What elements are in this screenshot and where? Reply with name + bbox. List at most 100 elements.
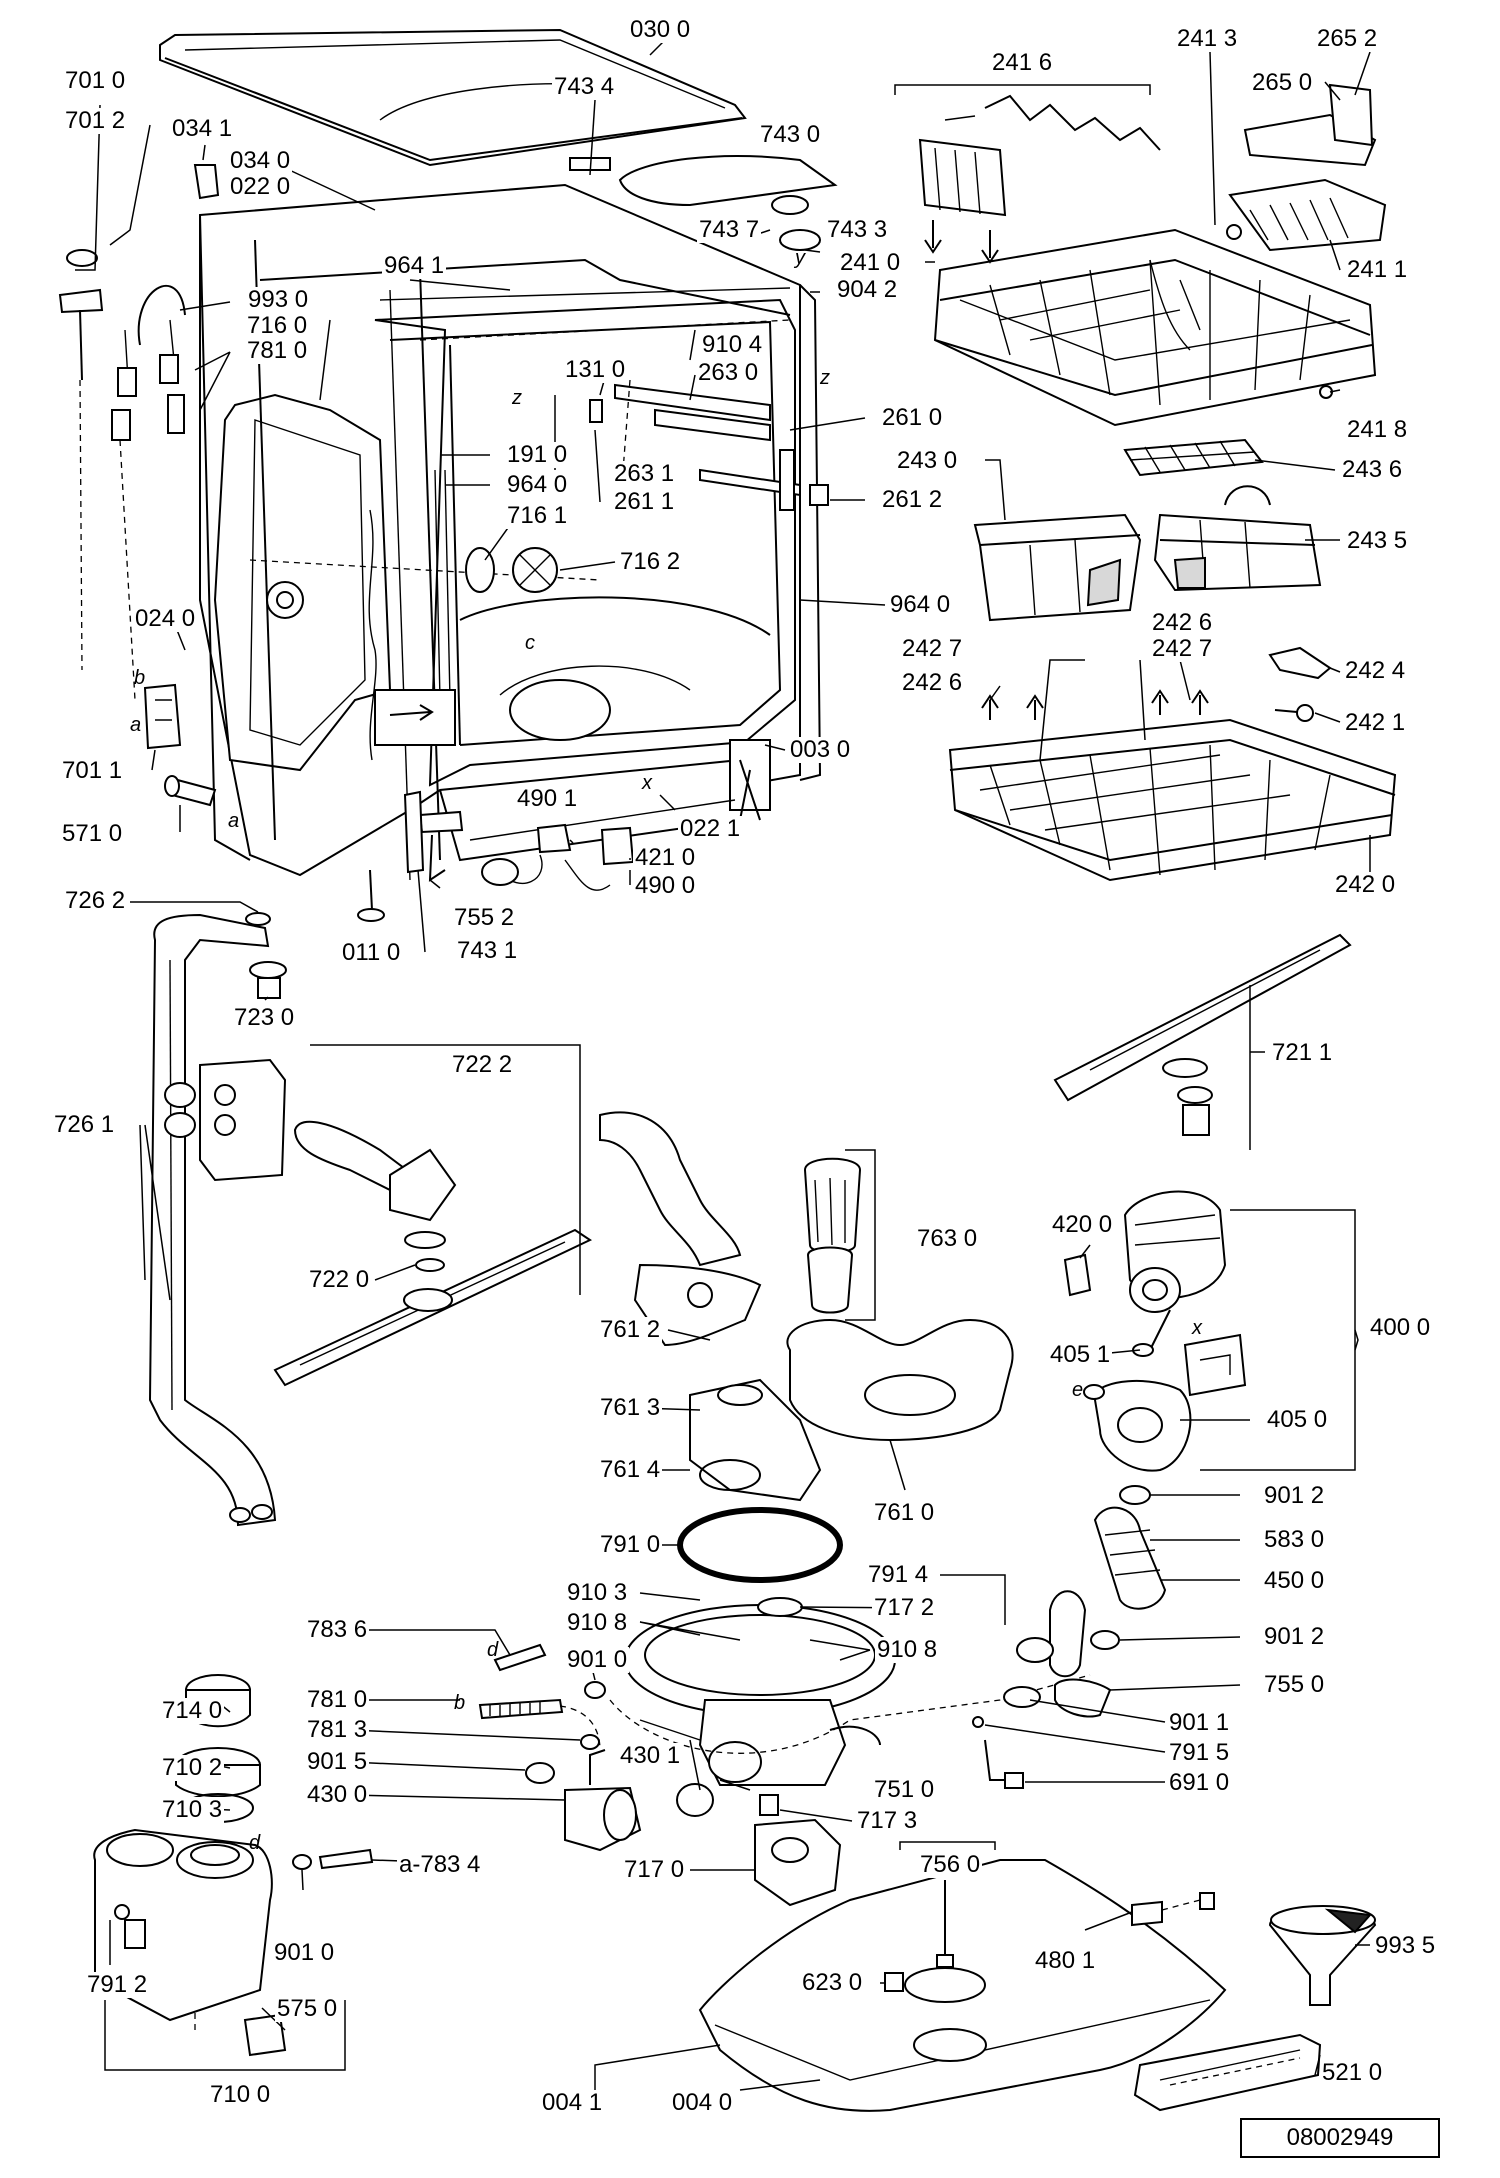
flow-heater: [754, 1794, 842, 1907]
part-label-004-0: 004 0: [670, 2089, 735, 2116]
part-label-265-2: 265 2: [1315, 25, 1380, 52]
part-label-623-0: 623 0: [800, 1969, 865, 1996]
lower-basket: [948, 646, 1397, 882]
point-letter-a: a: [130, 714, 142, 736]
circulation-pump: [1063, 1190, 1359, 1472]
part-label-743-7: 743 7: [697, 216, 762, 243]
part-label-263-1: 263 1: [612, 460, 677, 487]
part-label-242-7: 242 7: [900, 635, 965, 662]
upper-spray-arm: [1053, 933, 1352, 1150]
part-label-490-1: 490 1: [515, 785, 580, 812]
part-label-261-2: 261 2: [880, 486, 945, 513]
lower-spray-arm-assembly: [199, 1044, 593, 1387]
part-label-243-5: 243 5: [1345, 527, 1410, 554]
part-label-993-5: 993 5: [1373, 1932, 1438, 1959]
part-label-743-0: 743 0: [758, 121, 823, 148]
part-label-575-0: 575 0: [275, 1995, 340, 2022]
base-plate: [698, 1841, 1227, 2112]
part-label-131-0: 131 0: [563, 356, 628, 383]
part-label-242-4: 242 4: [1343, 657, 1408, 684]
part-label-701-0: 701 0: [63, 67, 128, 94]
part-label-701-1: 701 1: [60, 757, 125, 784]
part-label-993-0: 993 0: [246, 286, 311, 313]
part-label-400-0: 400 0: [1368, 1314, 1433, 1341]
part-label-241-6: 241 6: [990, 49, 1055, 76]
part-label-714-0: 714 0: [160, 1697, 225, 1724]
part-label-791-4: 791 4: [866, 1561, 931, 1588]
part-label-710-2: 710 2: [160, 1754, 225, 1781]
part-label-022-1: 022 1: [678, 815, 743, 842]
part-label-783-6: 783 6: [305, 1616, 370, 1643]
part-label-781-3: 781 3: [305, 1716, 370, 1743]
part-label-722-0: 722 0: [307, 1266, 372, 1293]
part-label-717-0: 717 0: [622, 1856, 687, 1883]
part-label-243-0: 243 0: [895, 447, 960, 474]
part-label-521-0: 521 0: [1320, 2059, 1385, 2086]
part-label-761-3: 761 3: [598, 1394, 663, 1421]
part-label-901-2: 901 2: [1262, 1482, 1327, 1509]
part-label-003-0: 003 0: [788, 736, 853, 763]
part-label-781-0: 781 0: [305, 1686, 370, 1713]
part-label-910-8: 910 8: [565, 1609, 630, 1636]
part-label-761-4: 761 4: [598, 1456, 663, 1483]
part-label-243-6: 243 6: [1340, 456, 1405, 483]
part-label-571-0: 571 0: [60, 820, 125, 847]
part-label-034-0: 034 0: [228, 147, 293, 174]
spray-tube: [148, 912, 287, 1527]
part-label-964-0: 964 0: [505, 471, 570, 498]
part-label-583-0: 583 0: [1262, 1526, 1327, 1553]
part-label-761-0: 761 0: [872, 1499, 937, 1526]
part-label-901-0: 901 0: [272, 1939, 337, 1966]
point-letter-y: y: [795, 247, 805, 269]
part-label-241-1: 241 1: [1345, 256, 1410, 283]
point-letter-x: x: [1192, 1317, 1202, 1339]
part-label-755-0: 755 0: [1262, 1671, 1327, 1698]
document-number: 08002949: [1240, 2118, 1440, 2158]
part-label-242-0: 242 0: [1333, 871, 1398, 898]
sump-cover: [689, 1378, 822, 1502]
part-label-490-0: 490 0: [633, 872, 698, 899]
upper-basket: [918, 83, 1387, 477]
part-label-420-0: 420 0: [1050, 1211, 1115, 1238]
part-label-901-1: 901 1: [1167, 1709, 1232, 1736]
control-electrical-parts: [357, 790, 635, 922]
hoses: [292, 1643, 606, 1870]
part-label-783-4: a-783 4: [397, 1851, 483, 1878]
part-label-034-1: 034 1: [170, 115, 235, 142]
part-label-405-1: 405 1: [1048, 1341, 1113, 1368]
water-duct: [599, 1111, 762, 1347]
part-label-241-3: 241 3: [1175, 25, 1240, 52]
cutlery-baskets: [973, 485, 1322, 622]
part-label-430-1: 430 1: [618, 1742, 683, 1769]
salt-funnel: [1268, 1905, 1377, 2006]
part-label-191-0: 191 0: [505, 441, 570, 468]
tub-cabinet: [199, 183, 822, 881]
point-letter-e: d: [487, 1639, 499, 1661]
part-label-756-0: 756 0: [918, 1851, 983, 1878]
point-letter-z: z: [820, 367, 830, 389]
part-label-722-2: 722 2: [450, 1051, 515, 1078]
point-letter-d: e: [1072, 1379, 1084, 1401]
part-label-716-0: 716 0: [245, 312, 310, 339]
part-label-242-6: 242 6: [900, 669, 965, 696]
part-label-701-2: 701 2: [63, 107, 128, 134]
part-label-717-3: 717 3: [855, 1807, 920, 1834]
left-hose-assembly: [58, 164, 220, 807]
part-label-710-3: 710 3: [160, 1796, 225, 1823]
top-worktop-panel: [159, 28, 747, 167]
seal-ring: [677, 1507, 843, 1583]
part-label-910-3: 910 3: [565, 1579, 630, 1606]
part-label-904-2: 904 2: [835, 276, 900, 303]
kickplate: [1133, 2033, 1322, 2112]
part-label-430-0: 430 0: [305, 1781, 370, 1808]
part-label-723-0: 723 0: [232, 1004, 297, 1031]
part-label-242-7: 242 7: [1150, 635, 1215, 662]
part-label-421-0: 421 0: [633, 844, 698, 871]
sump-housing: [609, 1597, 1091, 1817]
regeneration-valve: [564, 1749, 642, 1852]
part-label-030-0: 030 0: [628, 16, 693, 43]
drain-pump: [940, 1485, 1167, 1789]
part-label-964-0: 964 0: [888, 591, 953, 618]
part-label-241-0: 241 0: [838, 249, 903, 276]
